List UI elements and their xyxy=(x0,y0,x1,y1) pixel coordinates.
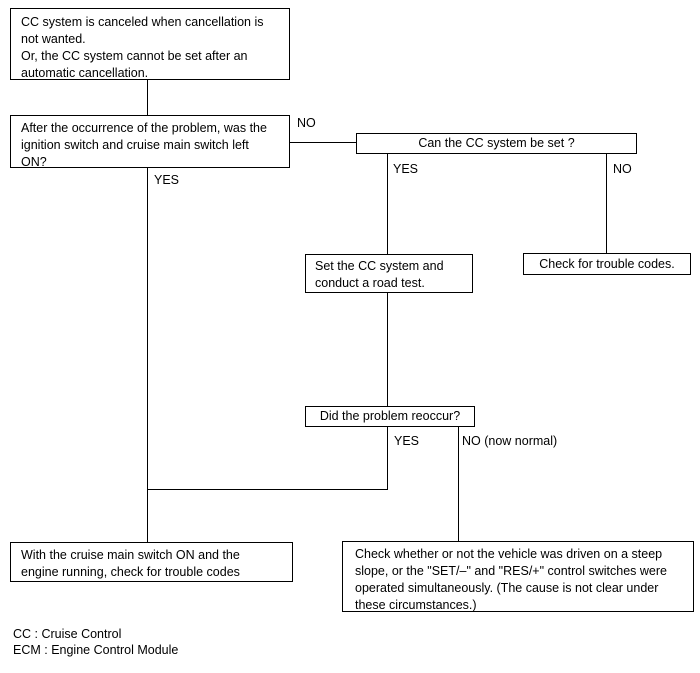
label-ignition-no: NO xyxy=(297,116,316,130)
box-question-can-set: Can the CC system be set ? xyxy=(356,133,637,154)
connector-canset-yes-vertical xyxy=(387,154,388,254)
legend-ecm: ECM : Engine Control Module xyxy=(13,643,179,657)
connector-roadtest-to-reoccur xyxy=(387,293,388,406)
connector-start-to-ignition xyxy=(147,80,148,115)
label-canset-yes: YES xyxy=(393,162,419,176)
box-check-codes-engine-running: With the cruise main switch ON and the e… xyxy=(10,542,293,582)
box-question-problem-reoccur: Did the problem reoccur? xyxy=(305,406,475,427)
connector-reoccur-no-vertical xyxy=(458,427,459,541)
label-reoccur-no: NO (now normal) xyxy=(462,434,558,448)
box-check-steep-slope: Check whether or not the vehicle was dri… xyxy=(342,541,694,612)
legend-cc: CC : Cruise Control xyxy=(13,627,122,641)
label-ignition-yes: YES xyxy=(154,173,180,187)
label-reoccur-yes: YES xyxy=(394,434,420,448)
connector-reoccur-yes-vertical xyxy=(387,427,388,490)
connector-merge-horizontal xyxy=(147,489,388,490)
box-set-road-test: Set the CC system and conduct a road tes… xyxy=(305,254,473,293)
label-canset-no: NO xyxy=(613,162,632,176)
box-question-ignition-switch: After the occurrence of the problem, was… xyxy=(10,115,290,169)
connector-ignition-no-horizontal xyxy=(290,142,356,143)
box-check-trouble-codes: Check for trouble codes. xyxy=(523,253,691,275)
connector-canset-no-vertical xyxy=(606,154,607,253)
box-start-condition: CC system is canceled when cancellation … xyxy=(10,8,290,80)
connector-ignition-yes-vertical xyxy=(147,168,148,542)
